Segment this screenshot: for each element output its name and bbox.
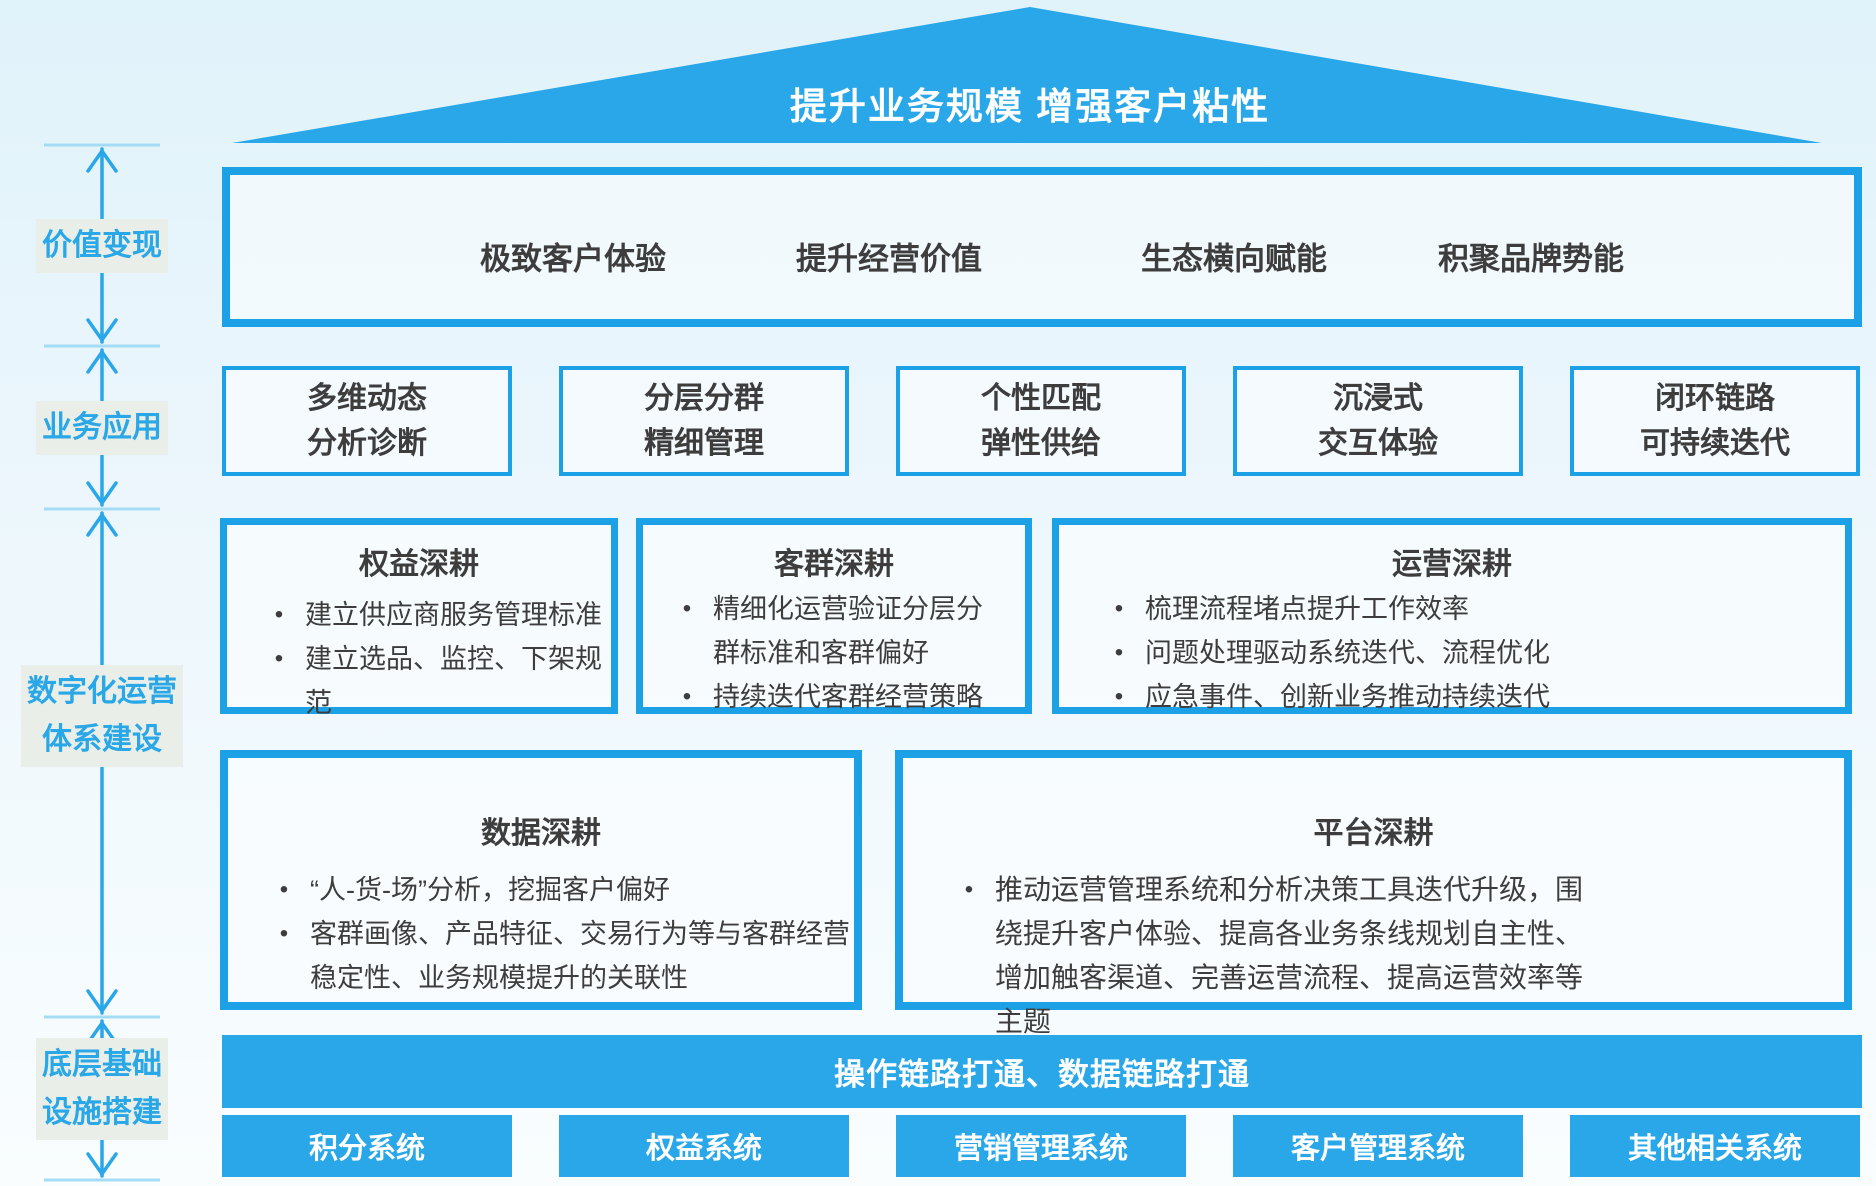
rail-label-line: 底层基础 bbox=[42, 1048, 162, 1081]
value-row-box: 极致客户体验 提升经营价值 生态横向赋能 积聚品牌势能 bbox=[222, 167, 1862, 327]
rail-label-line: 业务应用 bbox=[42, 411, 162, 444]
app-box-segmentation: 分层分群 精细管理 bbox=[559, 366, 849, 476]
value-item: 生态横向赋能 bbox=[1141, 241, 1327, 277]
bullet-item: • 推动运营管理系统和分析决策工具迭代升级，围绕提升客户体验、提高各业务条线规划… bbox=[903, 868, 1844, 1044]
bullet-text: 梳理流程堵点提升工作效率 bbox=[1145, 594, 1469, 624]
bullet-dot: • bbox=[682, 595, 692, 622]
system-box-points: 积分系统 bbox=[222, 1115, 512, 1177]
value-item: 极致客户体验 bbox=[480, 241, 666, 277]
bullet-text: 精细化运营验证分层分群标准和客群偏好 bbox=[713, 594, 983, 668]
bullet-item: • 梳理流程堵点提升工作效率 bbox=[1059, 587, 1845, 631]
app-box-line: 可持续迭代 bbox=[1640, 427, 1790, 460]
system-box-rights: 权益系统 bbox=[559, 1115, 849, 1177]
rail-label-line: 数字化运营 bbox=[27, 675, 177, 708]
bullet-text: 建立供应商服务管理标准 bbox=[305, 600, 602, 630]
box-operation-cultivation: 运营深耕 • 梳理流程堵点提升工作效率 • 问题处理驱动系统迭代、流程优化 • … bbox=[1052, 518, 1852, 714]
roof-title: 提升业务规模 增强客户粘性 bbox=[789, 86, 1271, 127]
app-box-matching: 个性匹配 弹性供给 bbox=[896, 366, 1186, 476]
box-title: 数据深耕 bbox=[481, 817, 601, 850]
bullet-text: 持续迭代客群经营策略 bbox=[713, 682, 983, 712]
box-title: 权益深耕 bbox=[359, 548, 479, 581]
rail-label-line: 体系建设 bbox=[42, 723, 162, 756]
bullet-item: • 客群画像、产品特征、交易行为等与客群经营稳定性、业务规模提升的关联性 bbox=[228, 912, 854, 1000]
app-box-closed-loop: 闭环链路 可持续迭代 bbox=[1570, 366, 1860, 476]
rail-label-line: 价值变现 bbox=[42, 229, 162, 262]
bullet-dot: • bbox=[274, 601, 284, 628]
system-box-label: 其他相关系统 bbox=[1627, 1133, 1802, 1165]
bullet-dot: • bbox=[1114, 595, 1124, 622]
app-box-line: 个性匹配 bbox=[981, 382, 1101, 415]
app-box-line: 交互体验 bbox=[1318, 427, 1438, 460]
bullet-text: 客群画像、产品特征、交易行为等与客群经营稳定性、业务规模提升的关联性 bbox=[310, 919, 850, 993]
box-title: 平台深耕 bbox=[1313, 817, 1434, 850]
box-title: 运营深耕 bbox=[1392, 548, 1512, 581]
rail-label-business-application: 业务应用 bbox=[36, 401, 168, 455]
app-box-line: 闭环链路 bbox=[1655, 382, 1775, 415]
bullet-dot: • bbox=[682, 683, 692, 710]
foundation-bar: 操作链路打通、数据链路打通 bbox=[222, 1035, 1862, 1108]
bullet-dot: • bbox=[964, 876, 974, 903]
left-rail-arrows bbox=[44, 143, 160, 1182]
system-box-crm: 客户管理系统 bbox=[1233, 1115, 1523, 1177]
bullet-item: • 问题处理驱动系统迭代、流程优化 bbox=[1059, 631, 1845, 675]
bullet-dot: • bbox=[274, 645, 284, 672]
app-box-analysis: 多维动态 分析诊断 bbox=[222, 366, 512, 476]
bullet-item: • 精细化运营验证分层分群标准和客群偏好 bbox=[643, 587, 1025, 675]
system-box-label: 积分系统 bbox=[308, 1133, 425, 1165]
app-box-line: 多维动态 bbox=[307, 382, 427, 415]
box-title: 客群深耕 bbox=[774, 548, 894, 581]
app-box-immersive: 沉浸式 交互体验 bbox=[1233, 366, 1523, 476]
app-box-line: 沉浸式 bbox=[1333, 382, 1423, 415]
rail-label-value-realization: 价值变现 bbox=[36, 219, 168, 273]
bullet-text: 应急事件、创新业务推动持续迭代 bbox=[1145, 682, 1550, 712]
bullet-text: 推动运营管理系统和分析决策工具迭代升级，围绕提升客户体验、提高各业务条线规划自主… bbox=[995, 874, 1584, 1037]
bullet-dot: • bbox=[1114, 683, 1124, 710]
bullet-item: • 持续迭代客群经营策略 bbox=[643, 675, 1025, 719]
box-customer-cultivation: 客群深耕 • 精细化运营验证分层分群标准和客群偏好 • 持续迭代客群经营策略 bbox=[636, 518, 1032, 714]
value-item: 积聚品牌势能 bbox=[1438, 241, 1624, 277]
bullet-text: 建立选品、监控、下架规范 bbox=[305, 644, 602, 718]
app-box-line: 精细管理 bbox=[644, 427, 764, 460]
app-box-line: 弹性供给 bbox=[981, 427, 1101, 460]
bullet-dot: • bbox=[279, 876, 289, 903]
bullet-item: • 应急事件、创新业务推动持续迭代 bbox=[1059, 675, 1845, 719]
rail-label-digital-operation: 数字化运营 体系建设 bbox=[21, 665, 183, 767]
bullet-item: • 建立选品、监控、下架规范 bbox=[227, 637, 611, 725]
roof-shape bbox=[232, 7, 1822, 143]
bullet-item: • “人-货-场”分析，挖掘客户偏好 bbox=[228, 868, 854, 912]
system-box-label: 权益系统 bbox=[645, 1133, 762, 1165]
app-box-line: 分析诊断 bbox=[307, 427, 427, 460]
system-box-label: 客户管理系统 bbox=[1290, 1133, 1465, 1165]
foundation-bar-label: 操作链路打通、数据链路打通 bbox=[834, 1057, 1250, 1092]
bullet-dot: • bbox=[279, 920, 289, 947]
box-data-cultivation: 数据深耕 • “人-货-场”分析，挖掘客户偏好 • 客群画像、产品特征、交易行为… bbox=[220, 750, 862, 1010]
box-platform-cultivation: 平台深耕 • 推动运营管理系统和分析决策工具迭代升级，围绕提升客户体验、提高各业… bbox=[895, 750, 1852, 1037]
box-rights-cultivation: 权益深耕 • 建立供应商服务管理标准 • 建立选品、监控、下架规范 bbox=[220, 518, 618, 718]
rail-label-line: 设施搭建 bbox=[42, 1096, 162, 1129]
value-item: 提升经营价值 bbox=[796, 241, 982, 277]
rail-label-infrastructure: 底层基础 设施搭建 bbox=[36, 1038, 168, 1140]
system-box-other: 其他相关系统 bbox=[1570, 1115, 1860, 1177]
bullet-item: • 建立供应商服务管理标准 bbox=[227, 593, 611, 637]
bullet-text: 问题处理驱动系统迭代、流程优化 bbox=[1145, 638, 1550, 668]
app-box-line: 分层分群 bbox=[644, 382, 764, 415]
bullet-text: “人-货-场”分析，挖掘客户偏好 bbox=[310, 875, 670, 905]
system-box-marketing: 营销管理系统 bbox=[896, 1115, 1186, 1177]
system-box-label: 营销管理系统 bbox=[953, 1133, 1128, 1165]
bullet-dot: • bbox=[1114, 639, 1124, 666]
